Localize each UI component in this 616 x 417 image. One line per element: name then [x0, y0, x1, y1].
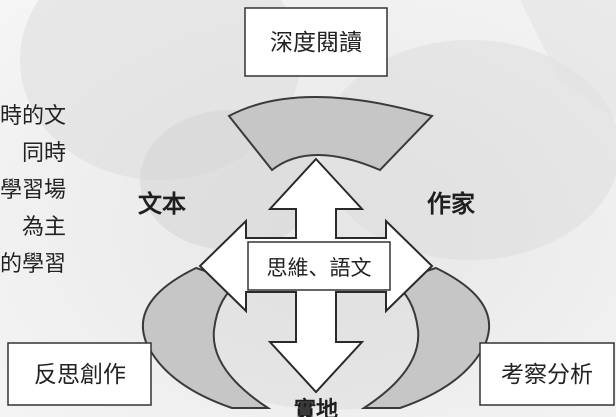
center-box	[247, 241, 391, 291]
top-box	[244, 7, 388, 77]
right-arc-band	[360, 266, 491, 409]
side-text-line: 時的文	[0, 104, 66, 129]
side-text-line: 學習場	[0, 178, 66, 203]
left-label: 文本	[138, 190, 186, 218]
left-arc-band	[141, 266, 272, 409]
bottom-left-box	[7, 342, 152, 406]
bottom-left-box-label: 反思創作	[34, 362, 126, 388]
center-label: 思維、語文	[267, 256, 372, 280]
side-text: 時的文 同時 學習場 為主 的學習	[0, 104, 66, 277]
top-arc-band	[227, 96, 434, 172]
bottom-right-box	[479, 342, 615, 406]
side-text-line: 的學習	[0, 252, 66, 277]
side-text-line: 為主	[22, 215, 66, 240]
bottom-right-box-label: 考察分析	[501, 362, 593, 388]
right-label: 作家	[427, 190, 475, 218]
bottom-label: 實地	[294, 397, 338, 417]
top-box-label: 深度閱讀	[270, 30, 362, 56]
side-text-line: 同時	[22, 141, 66, 166]
